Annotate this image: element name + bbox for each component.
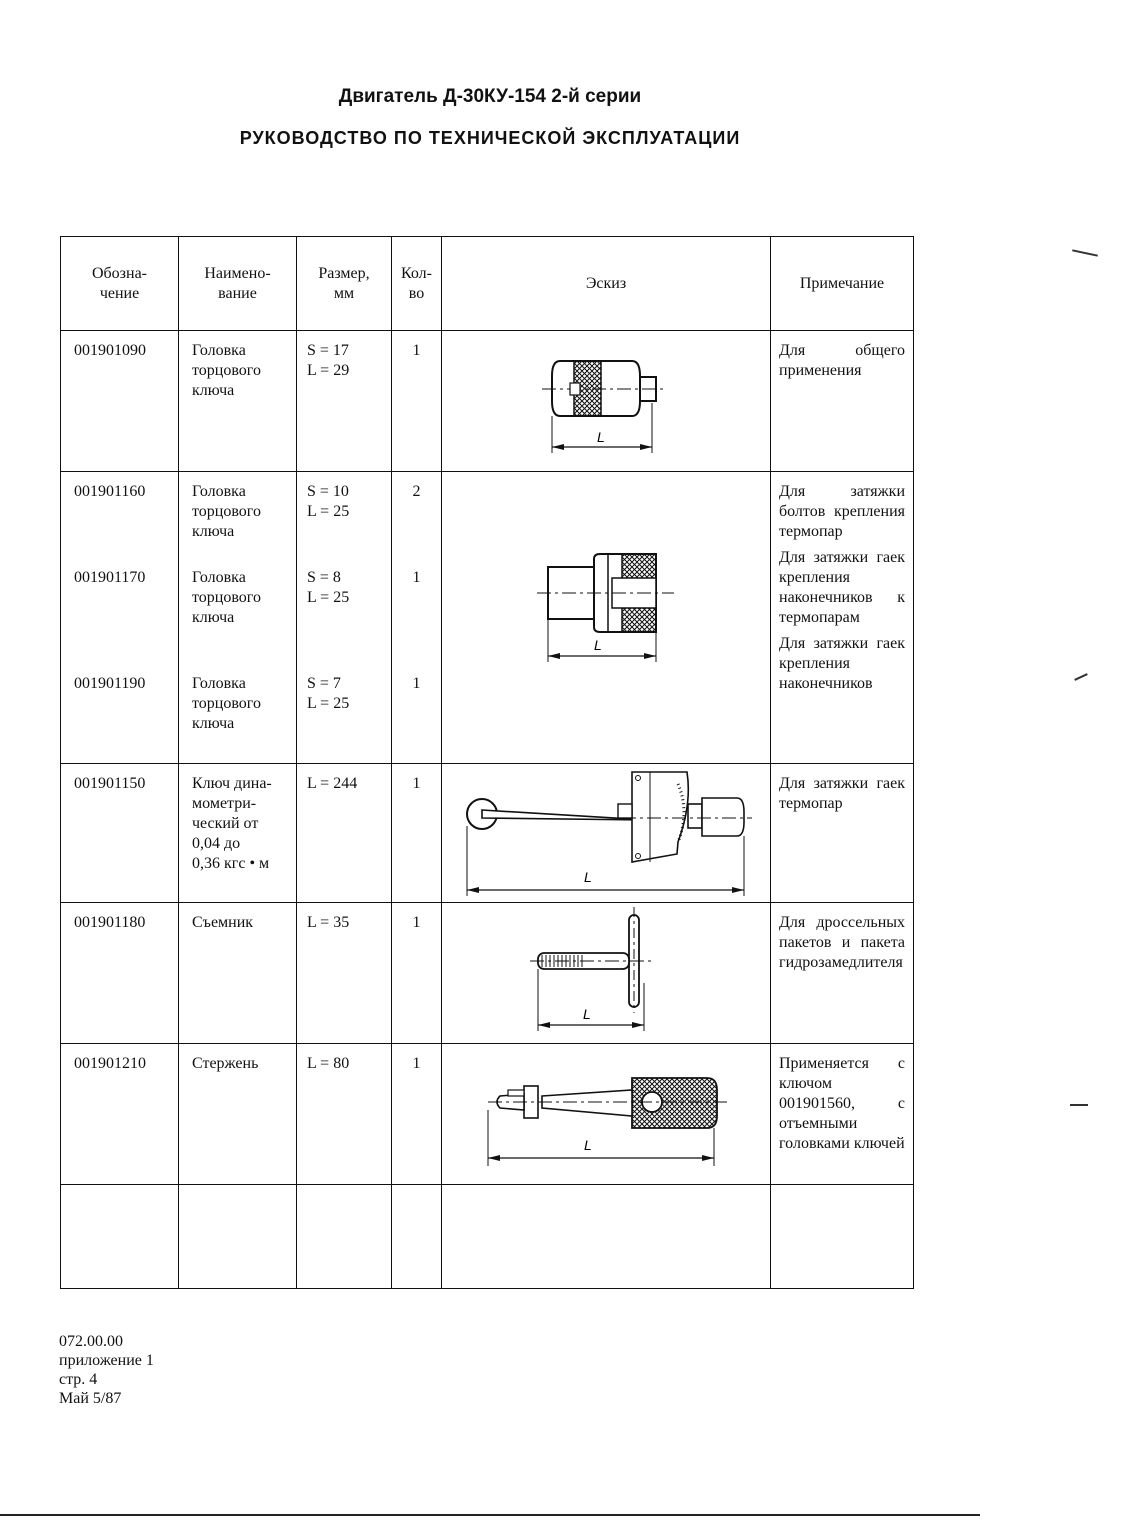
torque-wrench-sketch: L	[441, 763, 771, 903]
column-header-sketch: Эскиз	[441, 236, 771, 331]
code-cell: 001901160	[74, 483, 146, 500]
code-cell: 001901180	[74, 914, 146, 931]
scan-mark	[1072, 249, 1098, 257]
dimension-label: L	[584, 869, 592, 885]
column-header-size: Размер,мм	[296, 236, 392, 331]
code-cell: 001901150	[74, 775, 146, 792]
socket-head-sketch: L	[441, 330, 771, 472]
qty-cell: 1	[412, 1055, 421, 1072]
table-row: 001901210 Стержень L = 80 1 L Применяетс…	[60, 1043, 914, 1185]
column-header-note: Примечание	[770, 236, 914, 331]
table-row: 001901180 Съемник L = 35 1 L Для дроссел…	[60, 902, 914, 1044]
note-cell: Для затяжки гаек термопар	[779, 775, 905, 812]
footer-section-code: 072.00.00	[59, 1333, 123, 1350]
column-header-name: Наимено-вание	[178, 236, 297, 331]
note-cell: Для общего применения	[779, 342, 905, 379]
code-cell: 001901090	[74, 342, 146, 359]
note-cell: Для затяжки гаек крепления наконечников	[779, 635, 905, 692]
tools-table: Обозна-чение Наимено-вание Размер,мм Кол…	[60, 236, 914, 1289]
size-cell: L = 244	[307, 775, 358, 792]
note-cell: Для дроссельных пакетов и пакета гидроза…	[779, 914, 905, 971]
code-cell: 001901170	[74, 569, 146, 586]
qty-cell: 1	[412, 675, 421, 692]
column-header-code: Обозна-чение	[60, 236, 179, 331]
footer-appendix: приложение 1	[59, 1352, 154, 1369]
code-cell: 001901210	[74, 1055, 146, 1072]
size-cell: L = 80	[307, 1055, 350, 1072]
note-cell: Для затяжки болтов крепления термопар	[779, 483, 905, 540]
qty-cell: 1	[412, 775, 421, 792]
size-cell: L = 35	[307, 914, 350, 931]
small-socket-head-sketch: L	[441, 471, 771, 764]
column-header-qty: Кол-во	[391, 236, 442, 331]
table-header-row: Обозна-чение Наимено-вание Размер,мм Кол…	[60, 236, 914, 331]
puller-sketch: L	[441, 902, 771, 1044]
scan-mark	[1070, 1104, 1088, 1106]
page-footer: 072.00.00 приложение 1 стр. 4 Май 5/87	[59, 1332, 154, 1408]
note-cell: Для затяжки гаек крепления наконечников …	[779, 549, 905, 626]
dimension-label: L	[583, 1006, 591, 1022]
document-title: Двигатель Д-30КУ-154 2-й серии	[338, 86, 642, 107]
column-header-label: Наимено-вание	[204, 264, 271, 302]
footer-date: Май 5/87	[59, 1390, 122, 1407]
column-header-label: Кол-во	[401, 264, 432, 302]
code-cell: 001901190	[74, 675, 146, 692]
qty-cell: 1	[412, 569, 421, 586]
rod-sketch: L	[441, 1043, 771, 1185]
column-header-label: Примечание	[799, 274, 885, 292]
empty-table-row	[60, 1184, 914, 1289]
dimension-label: L	[597, 429, 605, 445]
document-subtitle: РУКОВОДСТВО ПО ТЕХНИЧЕСКОЙ ЭКСПЛУАТАЦИИ	[239, 128, 741, 148]
name-cell: Съемник	[192, 914, 254, 931]
qty-cell: 2	[412, 483, 421, 500]
name-cell: Стержень	[192, 1055, 259, 1072]
bottom-rule	[0, 1514, 980, 1516]
dimension-label: L	[584, 1137, 592, 1153]
column-header-label: Обозна-чение	[91, 264, 147, 302]
qty-cell: 1	[412, 342, 421, 359]
footer-page-number: стр. 4	[59, 1371, 98, 1388]
qty-cell: 1	[412, 914, 421, 931]
scan-mark	[1074, 673, 1088, 681]
column-header-label: Эскиз	[585, 274, 627, 292]
dimension-label: L	[594, 637, 602, 653]
column-header-label: Размер,мм	[318, 264, 370, 302]
note-cell: Применяется с ключом 001901560, с отъемн…	[779, 1055, 905, 1152]
